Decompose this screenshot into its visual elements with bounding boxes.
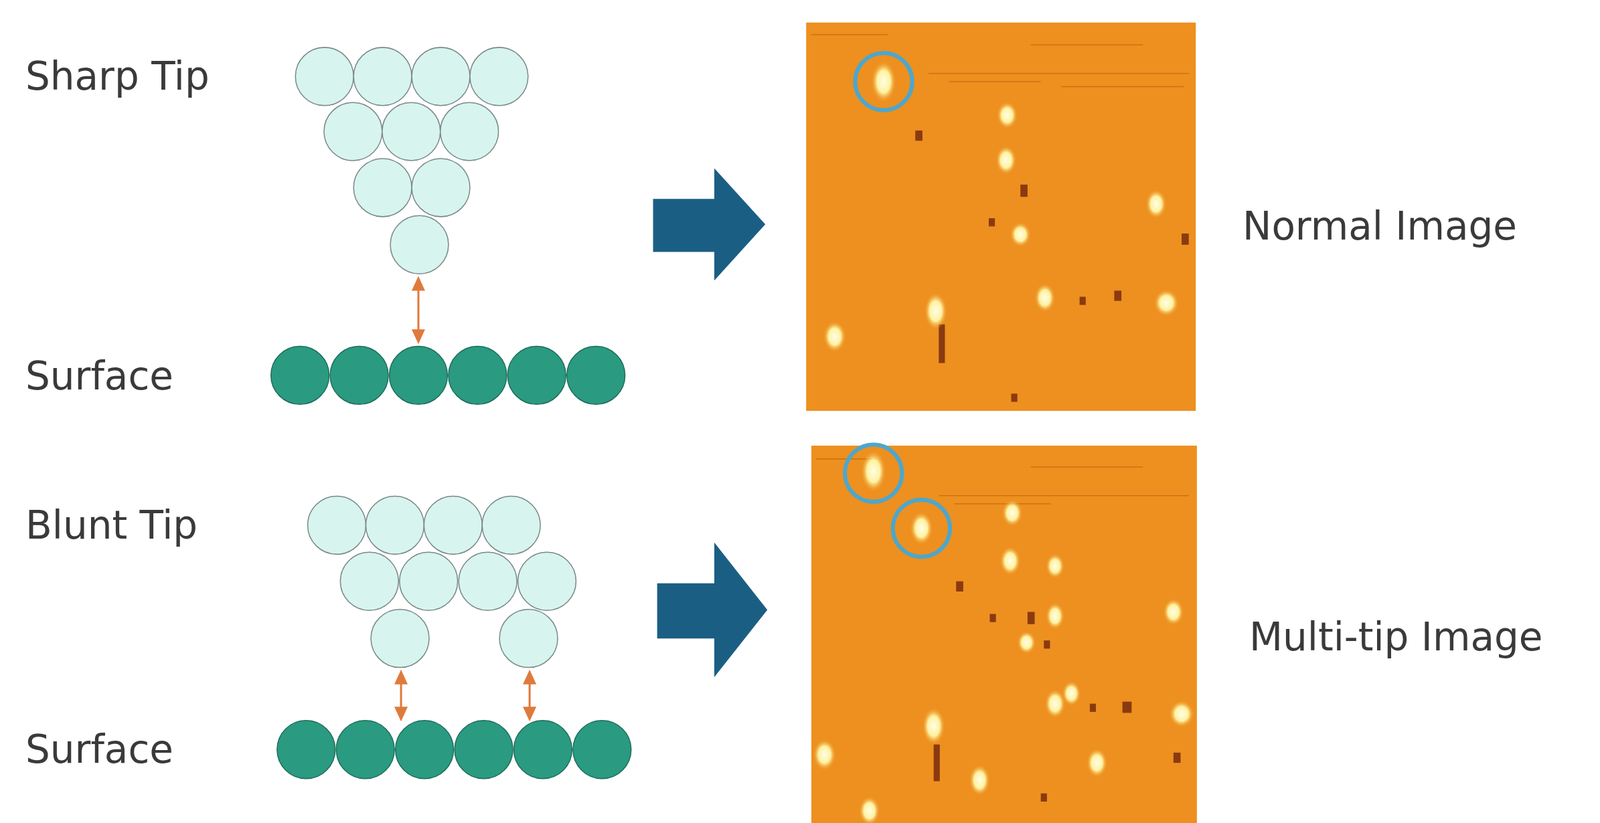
highlight-circle [844,445,902,503]
caption-label: Surface [25,354,174,399]
highlight-circle [893,500,950,557]
highlight-circle [854,52,912,110]
caption-label: Surface [25,727,174,773]
stm-image [806,22,1196,412]
sharp-tip-atoms [295,47,529,274]
tunneling-arrow [395,672,535,719]
caption-label: Normal Image [1242,204,1517,250]
caption-label: Sharp Tip [25,54,210,100]
surface-atoms [271,346,626,405]
caption-label: Blunt Tip [25,503,198,549]
block-arrow [653,168,766,281]
block-arrow [657,542,768,678]
surface-atoms [277,721,632,780]
caption-label: Multi-tip Image [1249,615,1543,661]
blunt-tip-atoms [307,496,577,669]
tunneling-arrow [413,278,424,342]
